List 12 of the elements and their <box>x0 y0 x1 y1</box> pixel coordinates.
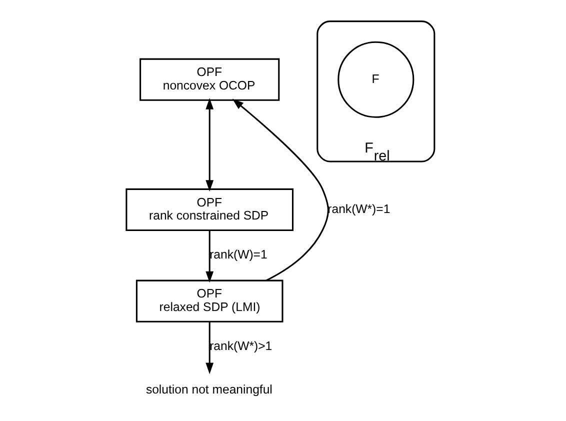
edge-label: rank(W)=1 <box>210 247 268 262</box>
node-box: OPF rank constrained SDP <box>126 188 294 231</box>
node-box: OPF relaxed SDP (LMI) <box>136 279 284 322</box>
arrow <box>206 230 214 282</box>
arrow <box>206 98 214 191</box>
node-text: solution not meaningful <box>146 382 272 396</box>
edge-label: rank(W*)>1 <box>210 338 272 352</box>
node-circle: F <box>338 40 414 118</box>
edge-label: rank(W*)=1 <box>328 201 390 216</box>
arrow <box>206 321 214 374</box>
arrow <box>232 98 329 281</box>
node-box: OPF noncovex OCOP <box>140 58 280 100</box>
